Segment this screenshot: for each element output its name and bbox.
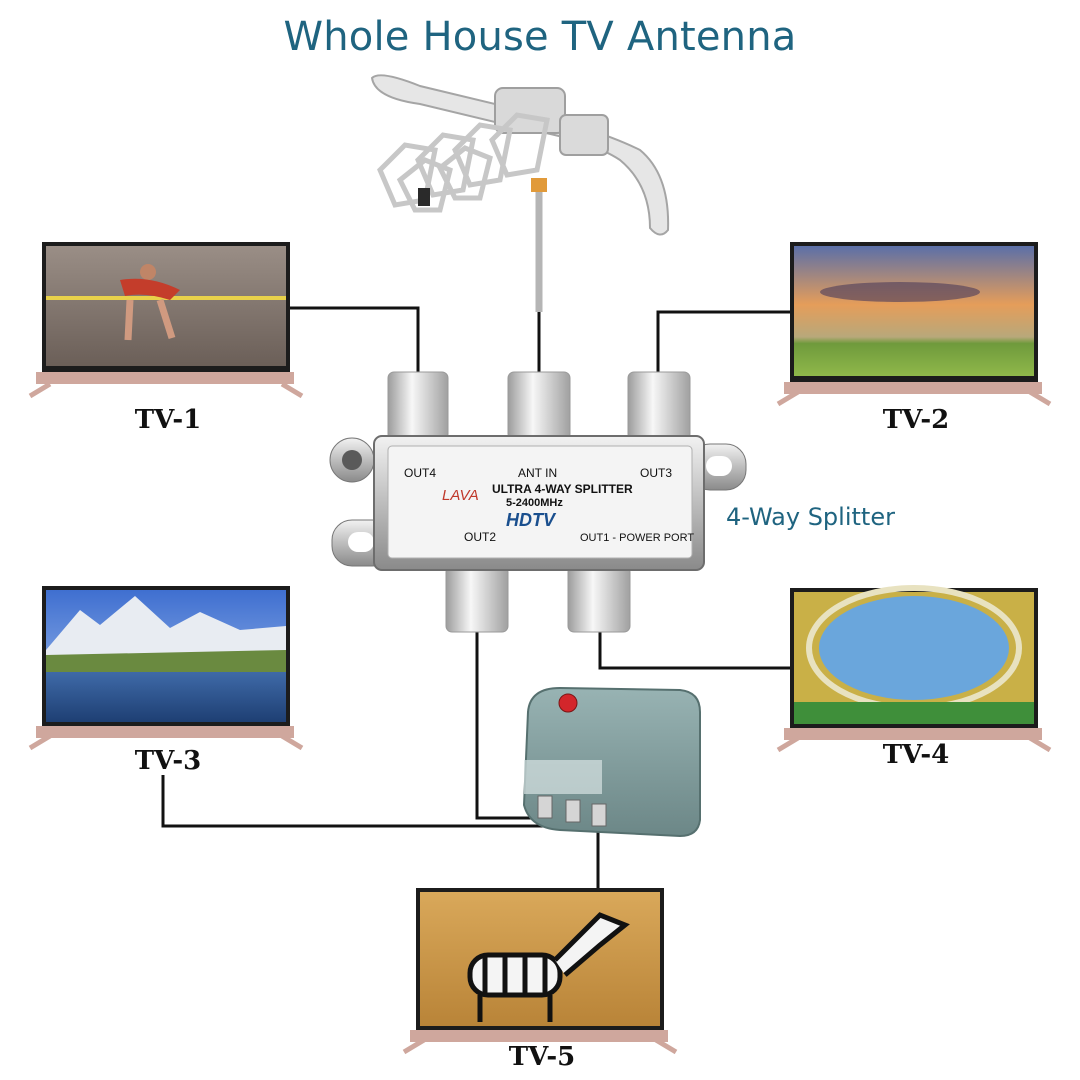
cables — [161, 306, 792, 890]
cable-tv2 — [656, 310, 792, 375]
port-out1-label: OUT1 - POWER PORT — [580, 532, 694, 544]
tv-1 — [28, 242, 304, 399]
splitter-label: 4-Way Splitter — [726, 503, 895, 531]
port-out2-label: OUT2 — [464, 530, 496, 544]
splitter-model-text: ULTRA 4-WAY SPLITTER — [492, 482, 633, 496]
splitter-frequency-text: 5-2400MHz — [506, 497, 563, 509]
splitter-port-labels: OUT4 ANT IN OUT3 OUT2 OUT1 - POWER PORT … — [404, 466, 694, 544]
tv-2-label: TV-2 — [882, 405, 950, 435]
tv-1-label: TV-1 — [134, 405, 202, 435]
tv-4-label: TV-4 — [882, 740, 950, 770]
port-out3-label: OUT3 — [640, 466, 672, 480]
brand-logo: LAVA — [442, 487, 479, 504]
hdtv-logo: HDTV — [506, 510, 557, 530]
tv-3 — [28, 586, 304, 751]
cable-tv1 — [288, 306, 420, 375]
antenna-image — [370, 74, 670, 312]
amplifier-device — [522, 686, 701, 838]
splitter-device — [329, 371, 747, 633]
page-title: Whole House TV Antenna — [283, 14, 797, 60]
tv-2 — [776, 242, 1052, 407]
cable-tv3 — [161, 775, 570, 828]
port-ant-in-label: ANT IN — [518, 466, 557, 480]
tv-3-label: TV-3 — [134, 746, 202, 776]
tv-5 — [402, 888, 678, 1055]
cable-out2-amp — [475, 632, 545, 820]
tv-5-label: TV-5 — [508, 1042, 576, 1072]
port-out4-label: OUT4 — [404, 466, 436, 480]
cable-tv4 — [598, 630, 792, 670]
tv-4 — [776, 585, 1052, 753]
